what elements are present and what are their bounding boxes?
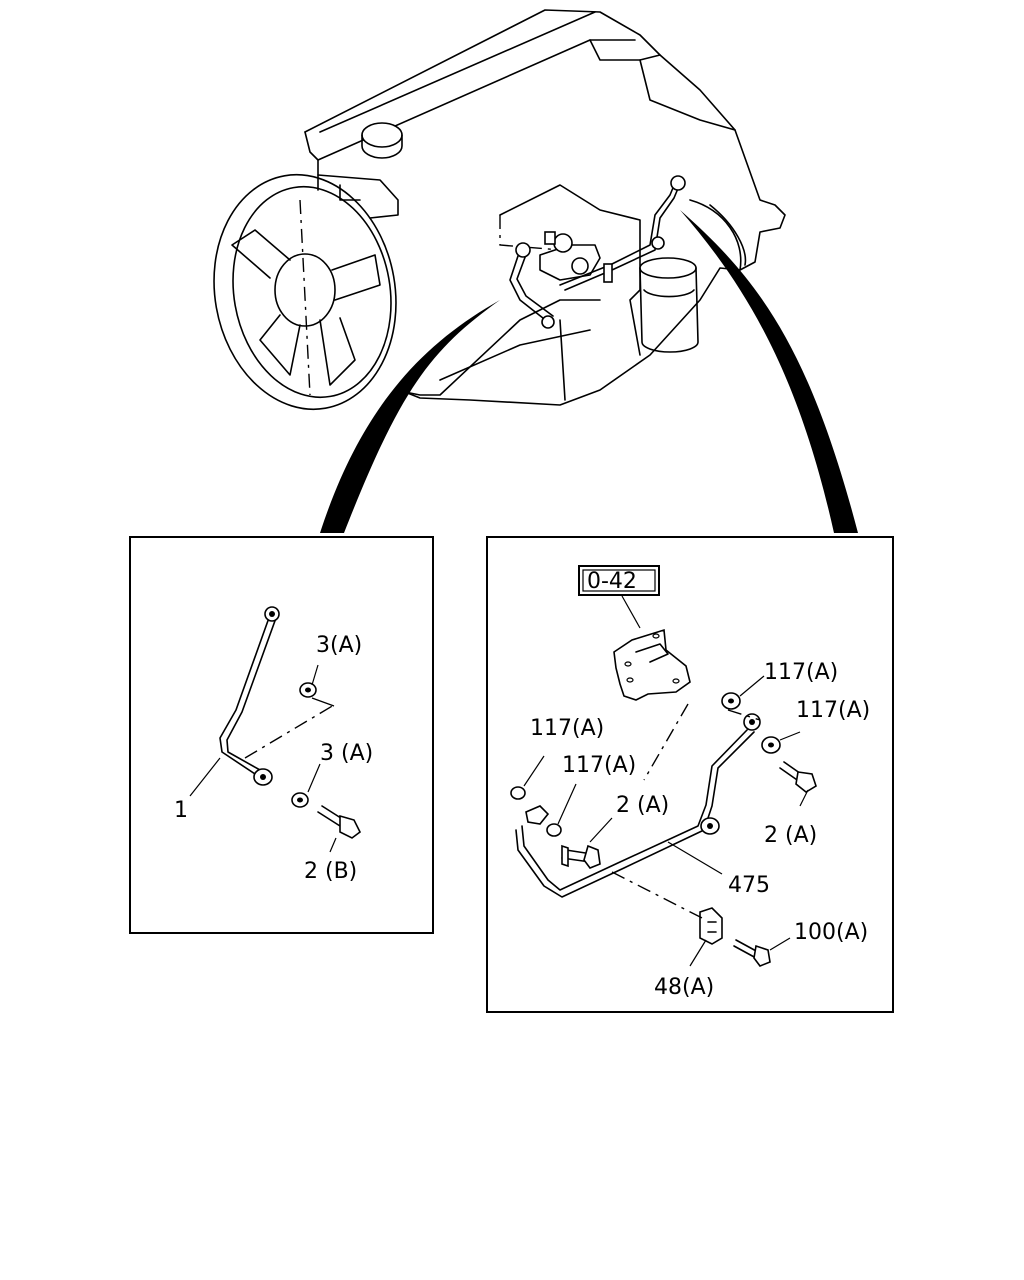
cooling-fan-icon <box>213 173 397 411</box>
oil-pipe-1-icon <box>219 606 280 786</box>
left-detail-panel: 1 3(A) 3 (A) 2 (B) <box>129 536 434 934</box>
oil-filter-icon <box>639 257 699 353</box>
washer-mid-icon <box>546 823 562 837</box>
bracket-icon <box>613 628 691 701</box>
oil-pipe-475-icon <box>515 713 761 898</box>
label-part-1: 1 <box>174 798 188 823</box>
washer-right-icon <box>761 736 781 754</box>
washer-top-right-icon <box>721 692 741 710</box>
right-detail-panel: 0-42 <box>486 536 894 1013</box>
engine-block-icon <box>304 9 786 406</box>
label-100a: 100(A) <box>794 920 868 945</box>
label-washer-upper: 3(A) <box>316 633 362 658</box>
reference-box-label: 0-42 <box>587 569 637 594</box>
label-117a-top-right: 117(A) <box>764 660 838 685</box>
label-washer-lower: 3 (A) <box>320 741 373 766</box>
clip-icon <box>699 907 723 945</box>
washer-left-icon <box>510 786 526 800</box>
eye-bolt-icon <box>317 805 362 839</box>
washer-lower-icon <box>291 792 309 808</box>
engine-overview <box>213 9 858 533</box>
label-2a-right: 2 (A) <box>764 823 817 848</box>
oil-pipe-icon <box>509 175 686 329</box>
left-detail-frame <box>129 536 434 934</box>
label-475: 475 <box>728 873 770 898</box>
left-callout-wedge <box>320 300 500 533</box>
label-2a-mid: 2 (A) <box>616 793 669 818</box>
bolt-100-icon <box>733 939 771 967</box>
reference-box <box>578 565 660 596</box>
label-117a-mid: 117(A) <box>562 753 636 778</box>
label-117a-right: 117(A) <box>796 698 870 723</box>
eye-bolt-mid-icon <box>561 844 601 869</box>
right-detail-frame <box>486 536 894 1013</box>
washer-upper-icon <box>299 682 317 698</box>
label-117a-left: 117(A) <box>530 716 604 741</box>
label-48a: 48(A) <box>654 975 714 1000</box>
eye-bolt-right-icon <box>779 761 817 793</box>
right-callout-wedge <box>680 210 858 533</box>
label-bolt-2b: 2 (B) <box>304 859 357 884</box>
